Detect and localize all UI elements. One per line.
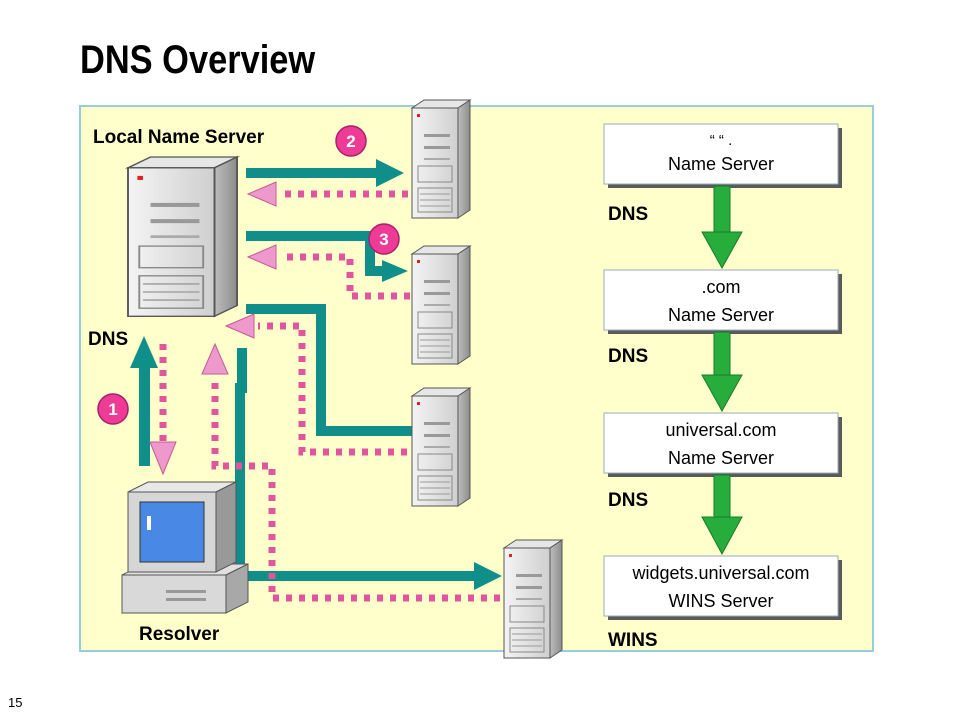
slide-title: DNS Overview <box>80 38 316 82</box>
dotted-return-4 <box>258 322 420 456</box>
query-arrows <box>130 159 502 602</box>
svg-text:Name Server: Name Server <box>668 154 774 174</box>
pink-arrowhead-1 <box>149 441 177 476</box>
teal-arrow-4 <box>246 304 420 436</box>
teal-arrowhead-1 <box>130 336 158 368</box>
page-number: 15 <box>8 695 23 710</box>
teal-arrowhead-2 <box>376 159 404 187</box>
down-arrow-2 <box>701 331 743 413</box>
svg-text:1: 1 <box>108 400 117 419</box>
step-badge-1: 1 <box>97 393 129 425</box>
teal-arrow-5 <box>235 348 476 581</box>
dns-label-3: DNS <box>608 490 648 511</box>
svg-text:widgets.universal.com: widgets.universal.com <box>631 563 809 583</box>
local-name-server-icon <box>127 156 238 318</box>
hierarchy-box-root: “ “ . Name Server <box>603 123 842 188</box>
down-arrow-3 <box>701 474 743 556</box>
hierarchy-box-widgets: widgets.universal.com WINS Server <box>603 555 842 620</box>
step-badge-3: 3 <box>368 223 400 255</box>
step-badge-2: 2 <box>335 125 367 157</box>
pink-arrowhead-2 <box>246 181 277 207</box>
local-name-server-label: Local Name Server <box>93 127 265 148</box>
resolver-computer-icon <box>121 481 249 614</box>
com-server-icon <box>411 245 471 365</box>
hierarchy-box-universal: universal.com Name Server <box>603 412 842 477</box>
svg-text:Name Server: Name Server <box>668 448 774 468</box>
teal-arrow-2 <box>246 168 378 178</box>
svg-text:Name Server: Name Server <box>668 305 774 325</box>
teal-arrow-3 <box>246 231 384 276</box>
dns-label-1: DNS <box>608 204 648 225</box>
svg-text:WINS Server: WINS Server <box>668 591 773 611</box>
teal-arrow-1 <box>139 366 150 466</box>
wins-server-icon <box>503 539 563 659</box>
down-arrow-1 <box>701 185 743 270</box>
hierarchy-box-com: .com Name Server <box>603 269 842 334</box>
pink-arrowhead-4 <box>224 313 255 339</box>
pink-arrowhead-5 <box>201 342 229 375</box>
svg-text:2: 2 <box>346 132 355 151</box>
teal-arrowhead-5 <box>474 562 502 590</box>
teal-arrowhead-3 <box>382 260 408 282</box>
wins-label: WINS <box>608 630 658 651</box>
universal-server-icon <box>411 387 471 507</box>
dotted-return-5 <box>211 380 500 602</box>
dns-label-left: DNS <box>88 329 128 350</box>
resolver-label: Resolver <box>139 624 220 645</box>
svg-text:.com: .com <box>701 277 740 297</box>
pink-arrowhead-3 <box>246 244 277 270</box>
svg-text:universal.com: universal.com <box>665 420 776 440</box>
svg-text:“ “ .: “ “ . <box>710 132 733 149</box>
root-server-icon <box>411 99 471 219</box>
dotted-return-3 <box>282 253 410 300</box>
svg-text:3: 3 <box>379 230 388 249</box>
dns-label-2: DNS <box>608 346 648 367</box>
